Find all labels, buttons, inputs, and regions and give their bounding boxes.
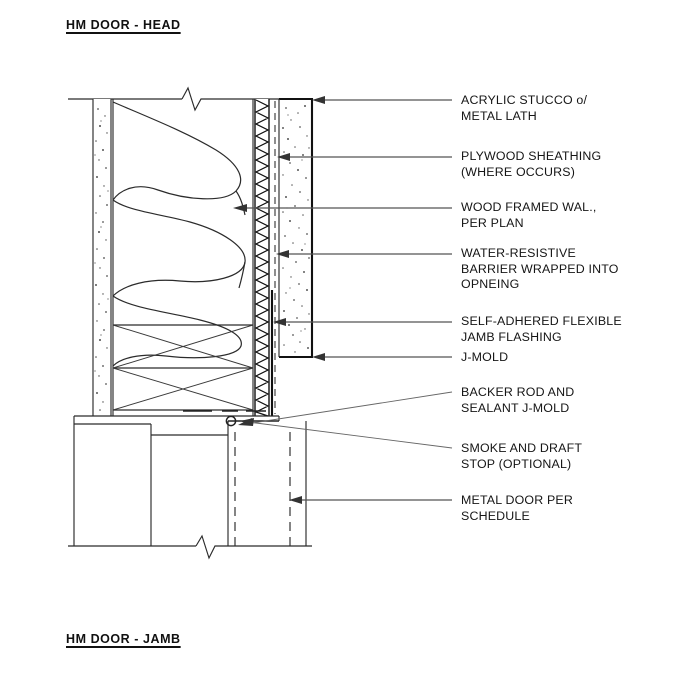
interior-gypsum-board: [92, 99, 112, 416]
leader-acrylic-stucco: [312, 96, 452, 104]
note-water-resistive-barrier: WATER-RESISTIVE BARRIER WRAPPED INTO OPN…: [461, 246, 619, 292]
header-blocking-framing: [112, 324, 279, 417]
leader-self-adhered-flashing: [273, 318, 452, 326]
top-break-line: [68, 86, 312, 112]
note-smoke-draft-stop: SMOKE AND DRAFT STOP (OPTIONAL): [461, 441, 583, 471]
leader-plywood-sheathing: [277, 153, 452, 161]
metal-lath-layer: [254, 99, 270, 417]
backer-rod-circle: [225, 415, 237, 427]
leader-metal-door: [289, 496, 452, 504]
acrylic-stucco-layer: [278, 97, 314, 359]
note-wood-framed-wall: WOOD FRAMED WAL., PER PLAN: [461, 200, 597, 230]
wall-cavity-batt-insulation: [112, 99, 246, 416]
leader-j-mold: [312, 353, 452, 361]
bottom-break-line: [68, 534, 312, 560]
note-metal-door: METAL DOOR PER SCHEDULE: [461, 493, 573, 523]
page-title-head: HM DOOR - HEAD: [66, 18, 181, 32]
note-j-mold: J-MOLD: [461, 350, 509, 364]
note-plywood-sheathing: PLYWOOD SHEATHING (WHERE OCCURS): [461, 149, 602, 179]
note-backer-rod: BACKER ROD AND SEALANT J-MOLD: [461, 385, 575, 415]
leader-wood-framed-wall: [233, 204, 452, 212]
leader-water-resistive-barrier: [276, 250, 452, 258]
hollow-metal-door-frame: [73, 415, 307, 546]
note-self-adhered-flashing: SELF-ADHERED FLEXIBLE JAMB FLASHING: [461, 314, 622, 344]
leader-smoke-draft-stop: [240, 418, 453, 449]
page-title-jamb: HM DOOR - JAMB: [66, 632, 181, 646]
note-acrylic-stucco: ACRYLIC STUCCO o/ METAL LATH: [461, 93, 588, 123]
metal-door-leaf: [234, 432, 291, 546]
leader-lines-group: [233, 96, 453, 504]
